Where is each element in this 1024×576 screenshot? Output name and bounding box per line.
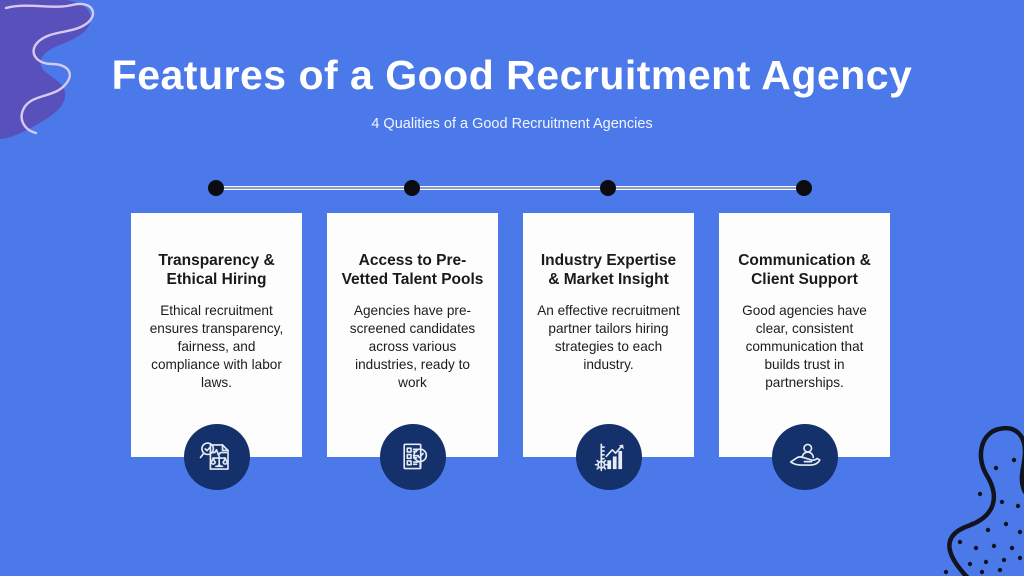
feature-card-communication: Communication & Client Support Good agen…: [719, 213, 890, 457]
bar-chart-growth-icon: [576, 424, 642, 490]
compliance-document-scales-magnifier-icon: [184, 424, 250, 490]
card-body: Ethical recruitment ensures transparency…: [149, 302, 284, 390]
timeline-dot: [404, 180, 420, 196]
card-title: Communication & Client Support: [738, 252, 871, 289]
feature-card-talent-pools: Access to Pre-Vetted Talent Pools Agenci…: [327, 213, 498, 457]
timeline-dot: [796, 180, 812, 196]
feature-card-transparency: Transparency & Ethical Hiring Ethical re…: [131, 213, 302, 457]
checklist-magnifier-icon: [380, 424, 446, 490]
card-title: Access to Pre-Vetted Talent Pools: [341, 252, 484, 289]
page-subtitle: 4 Qualities of a Good Recruitment Agenci…: [371, 116, 653, 132]
purple-blob-decoration: [0, 0, 95, 139]
timeline-dot: [208, 180, 224, 196]
timeline-line: [216, 186, 804, 190]
card-body: Good agencies have clear, consistent com…: [742, 302, 867, 390]
feature-card-expertise: Industry Expertise & Market Insight An e…: [523, 213, 694, 457]
timeline-dot: [600, 180, 616, 196]
card-body: Agencies have pre-screened candidates ac…: [349, 302, 476, 390]
outline-blob-decoration: [943, 425, 1024, 576]
page-title: Features of a Good Recruitment Agency: [111, 52, 913, 98]
card-title: Industry Expertise & Market Insight: [540, 252, 677, 289]
card-title: Transparency & Ethical Hiring: [158, 252, 275, 289]
card-body: An effective recruitment partner tailors…: [537, 302, 680, 372]
hand-holding-person-icon: [772, 424, 838, 490]
